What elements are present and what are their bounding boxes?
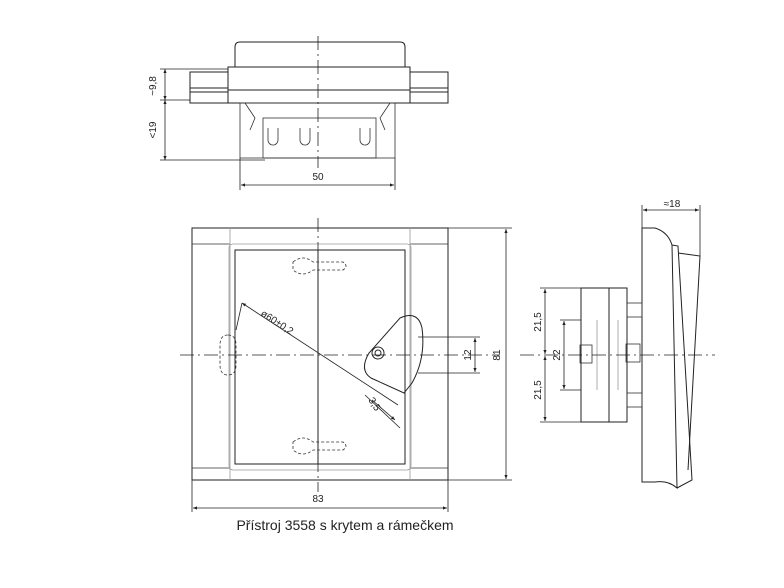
dim-diameter: ø60±0,2 [258,308,295,337]
dim-depth: <19 [148,121,159,138]
dim-upper: 21,5 [533,312,544,332]
dim-depth: ≈18 [664,199,681,210]
dim-hole-spacing: 12 [463,349,474,361]
dim-cover-height: ~9,8 [148,76,159,96]
dim-middle: 22 [552,349,563,361]
side-view: 21,5 21,5 22 ≈18 [520,199,715,490]
dim-width: 50 [312,172,324,183]
front-view: ø60±0,2 3,5 12 81 83 [180,218,512,512]
dim-height: 81 [492,349,503,361]
top-view: ~9,8 <19 50 [148,36,449,190]
dim-width: 83 [312,494,324,505]
caption: Přístroj 3558 s krytem a rámečkem [236,517,453,533]
dim-lower: 21,5 [533,380,544,400]
